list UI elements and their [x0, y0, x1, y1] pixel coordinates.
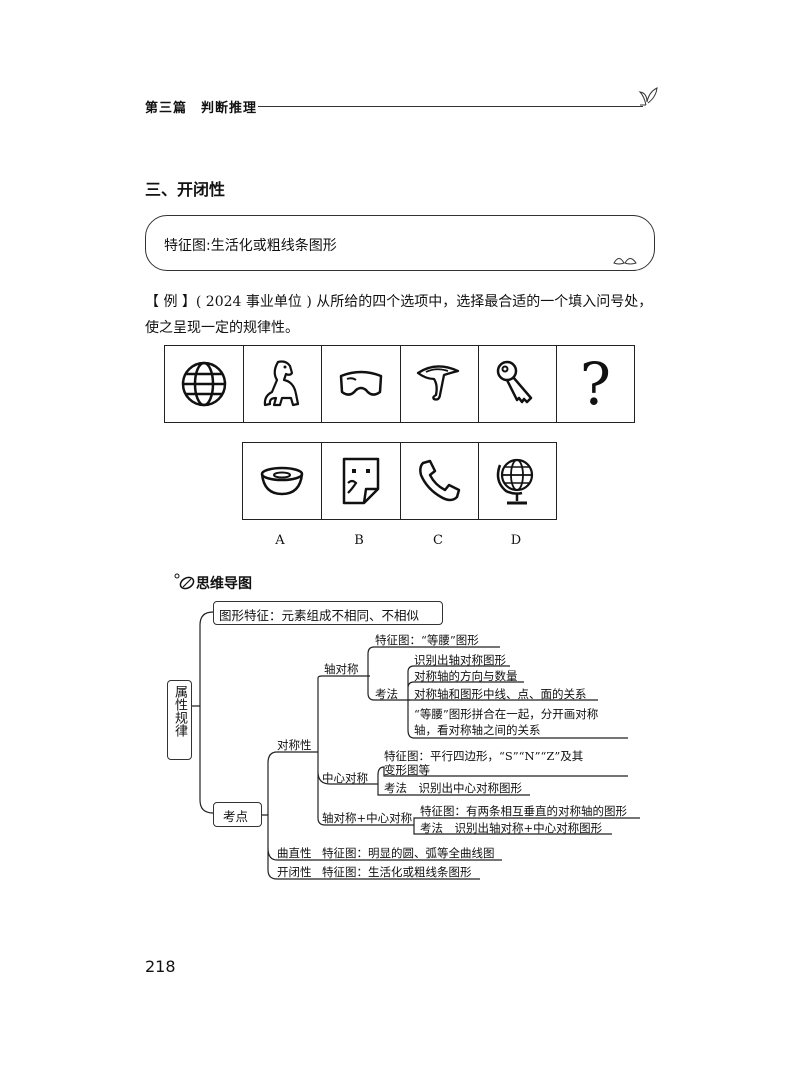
mindmap-center-method: 考法 识别出中心对称图形 — [384, 781, 522, 795]
sequence-cell-question: ? — [555, 346, 634, 422]
page-number: 218 — [145, 957, 176, 976]
option-label-c: C — [433, 533, 443, 548]
mindmap-center: 中心对称 — [322, 771, 368, 785]
option-cell-a[interactable] — [243, 443, 321, 519]
mindmap-root — [167, 680, 192, 760]
dog-icon — [263, 360, 299, 407]
sequence-cell-3 — [321, 346, 399, 422]
option-cell-d[interactable] — [477, 443, 556, 519]
hook-icon — [416, 365, 460, 401]
feature-label: 特征图: — [164, 238, 211, 254]
mindmap-axis: 轴对称 — [324, 662, 359, 676]
option-label-d: D — [510, 533, 522, 548]
folded-paper-face-icon — [342, 457, 380, 505]
mindmap-axis-method-4b: 轴，看对称轴之间的关系 — [414, 723, 541, 737]
sequence-row: ? — [164, 345, 635, 423]
mindmap-open-feature: 特征图：生活化或粗线条图形 — [322, 865, 472, 879]
mindmap-branch-feature-label: 图形特征：元素组成不相同、不相似 — [219, 608, 420, 623]
option-label-b: B — [354, 533, 364, 548]
question-text-line2: 使之呈现一定的规律性。 — [145, 320, 299, 336]
header-rule — [258, 106, 643, 107]
mindmap-axis-method-2: 对称轴的方向与数量 — [414, 669, 518, 683]
sequence-cell-5 — [477, 346, 556, 422]
desk-globe-icon — [497, 458, 534, 505]
mindmap-curve: 曲直性 — [277, 846, 312, 860]
feature-value: 生活化或粗线条图形 — [210, 238, 337, 254]
sequence-cell-4 — [399, 346, 478, 422]
sprout-icon — [638, 87, 658, 106]
mindmap-branch-kaodian-label: 考点 — [223, 809, 249, 824]
feature-text: 特征图:生活化或粗线条图形 — [164, 235, 337, 255]
bowl-icon — [260, 466, 304, 496]
feature-callout — [145, 215, 655, 271]
mindmap-center-feature-2: 变形图等 — [384, 763, 430, 777]
question-text-line1: 【 例 】( 2024 事业单位 ) 从所给的四个选项中，选择最合适的一个填入问… — [145, 294, 653, 310]
mindmap-title: 思维导图 — [196, 576, 252, 592]
mindmap-both-method: 考法 识别出轴对称+中心对称图形 — [420, 821, 603, 835]
phone-icon — [419, 459, 461, 502]
mindmap-axis-method-3: 对称轴和图形中线、点、面的关系 — [414, 687, 587, 701]
mindmap-branch-feature — [213, 601, 443, 625]
option-cell-c[interactable] — [399, 443, 478, 519]
mindmap-center-feature-1: 特征图：平行四边形，“S”“N”“Z”及其 — [384, 749, 584, 763]
mindmap-symmetry: 对称性 — [277, 738, 312, 752]
question-mark: ? — [579, 350, 611, 418]
goggles-icon — [339, 370, 383, 396]
mindmap-curve-feature: 特征图：明显的圆、弧等全曲线图 — [322, 846, 495, 860]
mindmap-axis-method: 考法 — [375, 687, 398, 701]
mindmap-root-label: 属性规律 — [172, 685, 187, 737]
mindmap-branch-kaodian — [213, 802, 262, 827]
leaf-ornament-icon — [613, 258, 637, 265]
sequence-cell-1 — [165, 346, 243, 422]
key-icon — [497, 360, 533, 404]
mindmap-both: 轴对称+中心对称 — [322, 811, 413, 825]
mindmap-open: 开闭性 — [277, 865, 312, 879]
options-row — [242, 442, 557, 520]
globe-icon — [181, 361, 227, 407]
mindmap-axis-feature: 特征图：“等腰”图形 — [375, 633, 479, 647]
running-header: 第三篇 判断推理 — [145, 101, 258, 116]
pill-icon — [174, 573, 195, 590]
sequence-cell-2 — [243, 346, 321, 422]
mindmap-both-feature: 特征图：有两条相互垂直的对称轴的图形 — [420, 804, 627, 818]
option-label-a: A — [275, 533, 285, 548]
section-title: 三、开闭性 — [145, 180, 226, 199]
mindmap-axis-method-1: 识别出轴对称图形 — [414, 653, 506, 667]
mindmap-axis-method-4a: “等腰”图形拼合在一起，分开画对称 — [414, 707, 599, 721]
option-cell-b[interactable] — [321, 443, 399, 519]
